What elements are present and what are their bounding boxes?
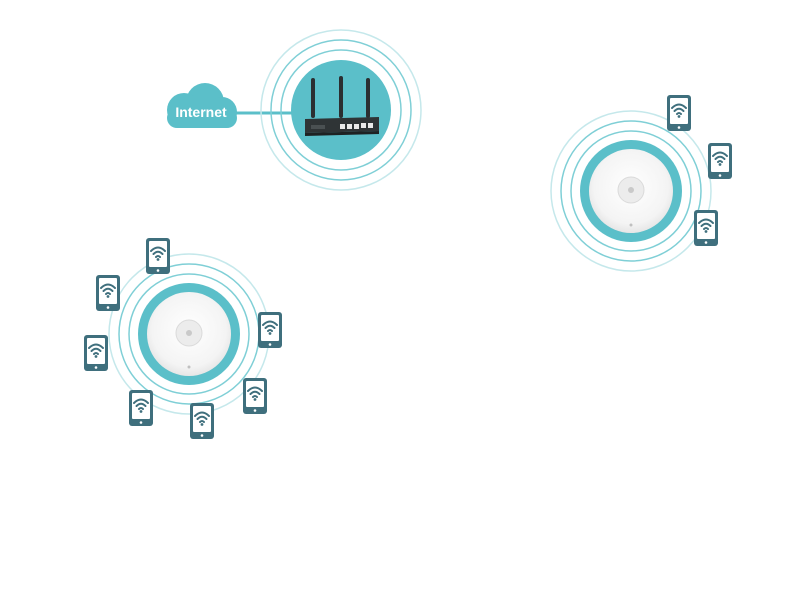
wifi-tablet-icon [129, 390, 153, 426]
wifi-tablet-icon [96, 275, 120, 311]
cloud-icon: Internet [167, 83, 237, 128]
ceiling-access-point-icon [589, 149, 673, 233]
wifi-tablet-icon [708, 143, 732, 179]
router-ports [340, 123, 373, 129]
wifi-tablet-icon [258, 312, 282, 348]
wifi-tablet-icon [694, 210, 718, 246]
access-point-right [550, 110, 712, 272]
status-led [629, 223, 633, 227]
brand-logo-icon [175, 319, 203, 347]
ceiling-access-point-icon [147, 292, 231, 376]
router-antennas [311, 76, 370, 118]
client-devices [84, 95, 732, 439]
wifi-tablet-icon [243, 378, 267, 414]
router-icon [291, 60, 391, 160]
internet-label: Internet [175, 104, 227, 120]
access-point-left [108, 253, 270, 415]
brand-logo-icon [617, 176, 645, 204]
access-point-right-signal-rings [550, 110, 712, 272]
wifi-tablet-icon [190, 403, 214, 439]
wifi-tablet-icon [667, 95, 691, 131]
status-led [187, 365, 191, 369]
wifi-tablet-icon [146, 238, 170, 274]
router-signal-rings [260, 29, 422, 191]
wifi-tablet-icon [84, 335, 108, 371]
